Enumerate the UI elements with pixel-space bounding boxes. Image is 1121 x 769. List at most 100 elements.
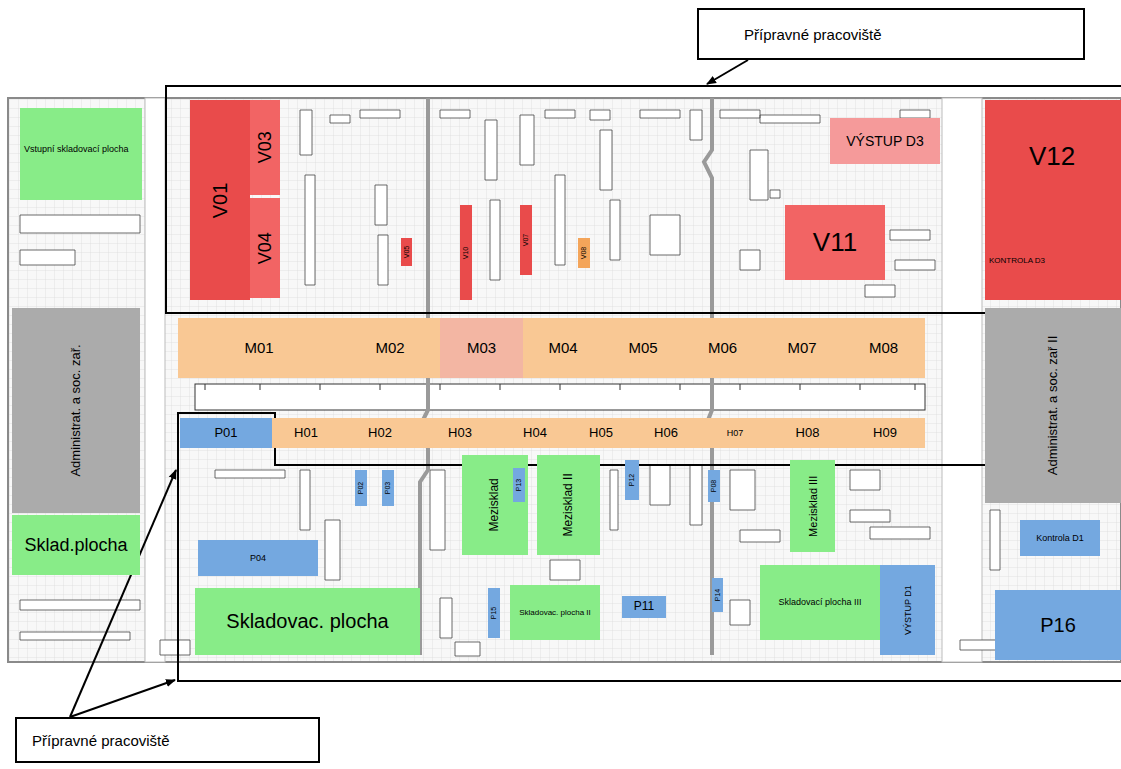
area-label: H08 bbox=[796, 426, 820, 441]
workplace-area: V12KONTROLA D3 bbox=[985, 100, 1121, 300]
area-label: P12 bbox=[628, 462, 636, 498]
area-label: P13 bbox=[515, 470, 523, 500]
area-label: P14 bbox=[713, 580, 721, 610]
workplace-area: P01 bbox=[180, 418, 272, 448]
workplace-area: Kontrola D1 bbox=[1020, 520, 1100, 556]
assembly-line: H05 bbox=[570, 418, 632, 448]
area-label: M04 bbox=[548, 339, 577, 356]
storage-area: Mezisklad III bbox=[790, 460, 835, 552]
area-label: Sklad.plocha bbox=[24, 535, 127, 556]
area-label: Mezisklad II bbox=[562, 457, 576, 553]
assembly-line: H08 bbox=[770, 418, 845, 448]
machine-outlines bbox=[20, 110, 1095, 656]
assembly-line: H01 bbox=[272, 418, 340, 448]
area-label: Skladovac. plocha bbox=[226, 610, 388, 633]
assembly-line: H06 bbox=[632, 418, 700, 448]
area-label: Skladovac. plocha II bbox=[519, 608, 591, 617]
area-label: V10 bbox=[462, 207, 470, 298]
machine-label: P12 bbox=[625, 460, 639, 500]
area-label: V07 bbox=[522, 207, 530, 273]
machine-label: P14 bbox=[712, 578, 723, 612]
area-label: Vstupní skladovací plocha bbox=[24, 144, 129, 154]
zone-outline bbox=[178, 413, 1121, 681]
area-label: H02 bbox=[368, 426, 392, 441]
area-label: M05 bbox=[628, 339, 657, 356]
storage-area: Skladovac. plocha bbox=[195, 588, 420, 655]
area-label: KONTROLA D3 bbox=[989, 256, 1045, 265]
workplace-area: P16 bbox=[995, 590, 1121, 660]
area-label: V11 bbox=[813, 228, 857, 258]
area-label: Přípravné pracoviště bbox=[32, 732, 170, 749]
assembly-line: H04 bbox=[500, 418, 570, 448]
admin-area: Administrat. a soc. zař II bbox=[985, 308, 1121, 503]
machine-label: P03 bbox=[382, 470, 394, 506]
callout-box: Přípravné pracoviště bbox=[697, 8, 1085, 60]
assembly-line: M07 bbox=[762, 318, 842, 378]
machine-label: P02 bbox=[355, 470, 367, 506]
area-label: M08 bbox=[869, 339, 898, 356]
area-label: V04 bbox=[255, 200, 276, 296]
assembly-line: H02 bbox=[340, 418, 420, 448]
area-label: M02 bbox=[375, 339, 404, 356]
area-label: Mezisklad III bbox=[806, 462, 819, 550]
assembly-line: H07 bbox=[700, 418, 770, 448]
callout-box: Přípravné pracoviště bbox=[15, 717, 320, 763]
area-label: P16 bbox=[1040, 614, 1076, 637]
leader-arrow bbox=[707, 60, 748, 84]
machine-label: V10 bbox=[460, 205, 472, 300]
assembly-line: M02 bbox=[340, 318, 440, 378]
area-label: V05 bbox=[402, 240, 410, 264]
area-label: M01 bbox=[244, 339, 273, 356]
zone-outline bbox=[166, 86, 1121, 313]
area-label: P08 bbox=[710, 472, 718, 500]
area-label: H06 bbox=[654, 426, 678, 441]
machine-label: V07 bbox=[520, 205, 532, 275]
area-label: P11 bbox=[634, 600, 654, 614]
workplace-area: V03 bbox=[250, 100, 280, 195]
area-label: VÝSTUP D1 bbox=[902, 567, 912, 653]
assembly-line: M06 bbox=[683, 318, 762, 378]
storage-area: Skladovac. plocha II bbox=[510, 585, 600, 640]
area-label: H03 bbox=[448, 426, 472, 441]
machine-label: P08 bbox=[708, 470, 720, 502]
area-label: Kontrola D1 bbox=[1036, 533, 1084, 543]
area-label: P01 bbox=[214, 426, 237, 441]
assembly-line: M08 bbox=[842, 318, 925, 378]
assembly-line: M04 bbox=[523, 318, 603, 378]
area-label: M06 bbox=[708, 339, 737, 356]
workplace-area: P11 bbox=[622, 596, 666, 618]
area-label: P02 bbox=[357, 472, 365, 504]
area-label: H01 bbox=[294, 426, 318, 441]
area-label: Administrat. a soc. zař. bbox=[69, 310, 84, 511]
assembly-line: H03 bbox=[420, 418, 500, 448]
area-label: Mezisklad bbox=[488, 457, 502, 553]
workplace-area: V04 bbox=[250, 198, 280, 298]
assembly-line: M01 bbox=[178, 318, 340, 378]
area-label: H07 bbox=[727, 428, 744, 438]
workplace-area: VÝSTUP D3 bbox=[830, 118, 940, 164]
area-label: Administrat. a soc. zař II bbox=[1046, 310, 1061, 501]
area-label: VÝSTUP D3 bbox=[846, 133, 924, 149]
corridor bbox=[942, 98, 982, 662]
area-label: P03 bbox=[384, 472, 392, 504]
assembly-line: M03 bbox=[440, 318, 523, 378]
area-label: H04 bbox=[523, 426, 547, 441]
workplace-area: V01 bbox=[190, 100, 250, 300]
machine-label: V05 bbox=[401, 238, 412, 266]
assembly-line: M05 bbox=[603, 318, 683, 378]
storage-area: Vstupní skladovací plocha bbox=[20, 108, 142, 200]
area-label: V03 bbox=[255, 102, 276, 193]
workplace-area: VÝSTUP D1 bbox=[880, 565, 935, 655]
area-label: M03 bbox=[467, 339, 496, 356]
area-label: P04 bbox=[250, 553, 266, 563]
storage-area: Mezisklad II bbox=[537, 455, 600, 555]
machine-label: P15 bbox=[488, 588, 500, 638]
area-label: H05 bbox=[589, 426, 613, 441]
assembly-line: H09 bbox=[845, 418, 925, 448]
leader-arrow bbox=[70, 680, 175, 717]
storage-area: Sklad.plocha bbox=[12, 515, 140, 575]
conveyor bbox=[195, 384, 925, 410]
workplace-area: V11 bbox=[785, 205, 885, 280]
